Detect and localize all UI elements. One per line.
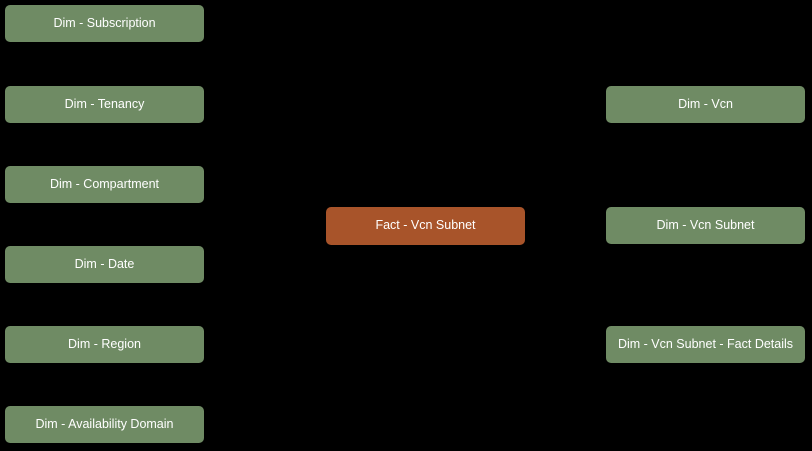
node-dim-vcn[interactable]: Dim - Vcn bbox=[606, 86, 805, 123]
node-label: Dim - Compartment bbox=[49, 176, 160, 191]
node-dim-vcn-subnet[interactable]: Dim - Vcn Subnet bbox=[606, 207, 805, 244]
node-dim-vcn-subnet-fact-details[interactable]: Dim - Vcn Subnet - Fact Details bbox=[606, 326, 805, 363]
node-label: Dim - Subscription bbox=[53, 15, 156, 30]
node-label: Dim - Vcn bbox=[678, 96, 733, 111]
node-dim-compartment[interactable]: Dim - Compartment bbox=[5, 166, 204, 203]
node-label: Fact - Vcn Subnet bbox=[375, 218, 476, 233]
node-label: Dim - Availability Domain bbox=[35, 416, 174, 431]
node-label: Dim - Vcn Subnet - Fact Details bbox=[617, 336, 794, 351]
node-dim-subscription[interactable]: Dim - Subscription bbox=[5, 5, 204, 42]
node-label: Dim - Vcn Subnet bbox=[656, 217, 755, 232]
node-dim-availability-domain[interactable]: Dim - Availability Domain bbox=[5, 406, 204, 443]
node-label: Dim - Tenancy bbox=[64, 96, 145, 111]
node-label: Dim - Date bbox=[74, 256, 135, 271]
node-dim-tenancy[interactable]: Dim - Tenancy bbox=[5, 86, 204, 123]
node-fact-vcn-subnet[interactable]: Fact - Vcn Subnet bbox=[326, 207, 525, 245]
node-label: Dim - Region bbox=[68, 336, 141, 351]
node-dim-region[interactable]: Dim - Region bbox=[5, 326, 204, 363]
node-dim-date[interactable]: Dim - Date bbox=[5, 246, 204, 283]
